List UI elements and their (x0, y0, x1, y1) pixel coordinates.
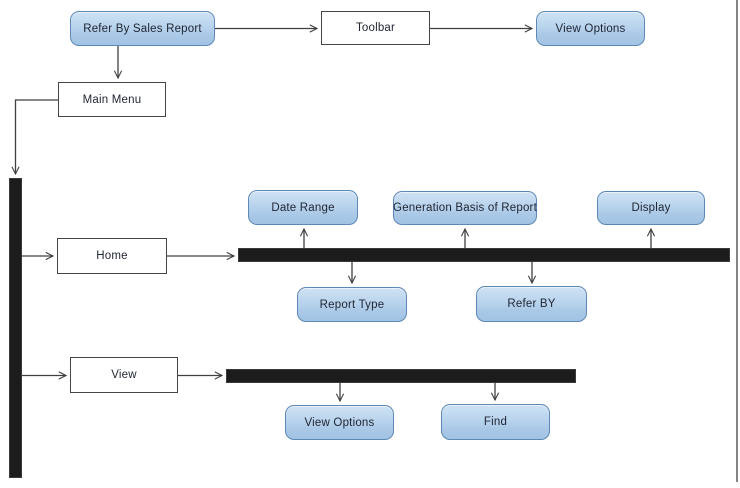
node-toolbar: Toolbar (321, 11, 430, 45)
main-menu-rail-bar (9, 178, 22, 478)
node-date-range: Date Range (248, 190, 358, 225)
node-report-type: Report Type (297, 287, 407, 322)
node-label: Refer BY (507, 298, 556, 310)
node-label: View Options (555, 22, 626, 35)
node-generation-basis-of-report: Generation Basis of Report (393, 191, 537, 225)
node-label: Find (483, 416, 508, 428)
node-label: Display (631, 202, 671, 214)
node-label: Generation Basis of Report (393, 202, 537, 214)
node-view-options-top: View Options (536, 11, 645, 46)
node-refer-by: Refer BY (476, 286, 587, 322)
node-label: Home (96, 250, 128, 262)
node-label: View (111, 369, 137, 381)
connector-mainmenu-to-rail (16, 99, 58, 174)
page-right-edge (736, 0, 738, 482)
home-toolbar-bar (238, 248, 730, 262)
node-display: Display (597, 191, 705, 225)
node-find: Find (441, 404, 550, 440)
node-label: Report Type (319, 298, 385, 311)
view-toolbar-bar (226, 369, 576, 383)
node-view: View (70, 357, 178, 393)
node-label: Toolbar (355, 22, 396, 34)
node-main-menu: Main Menu (58, 82, 166, 117)
node-label: Main Menu (82, 93, 142, 106)
node-home: Home (57, 238, 167, 274)
node-label: Date Range (271, 201, 335, 214)
node-label: Refer By Sales Report (83, 22, 202, 35)
node-label: View Options (304, 416, 375, 429)
node-view-options-bottom: View Options (285, 405, 394, 440)
node-refer-by-sales-report: Refer By Sales Report (70, 11, 215, 46)
